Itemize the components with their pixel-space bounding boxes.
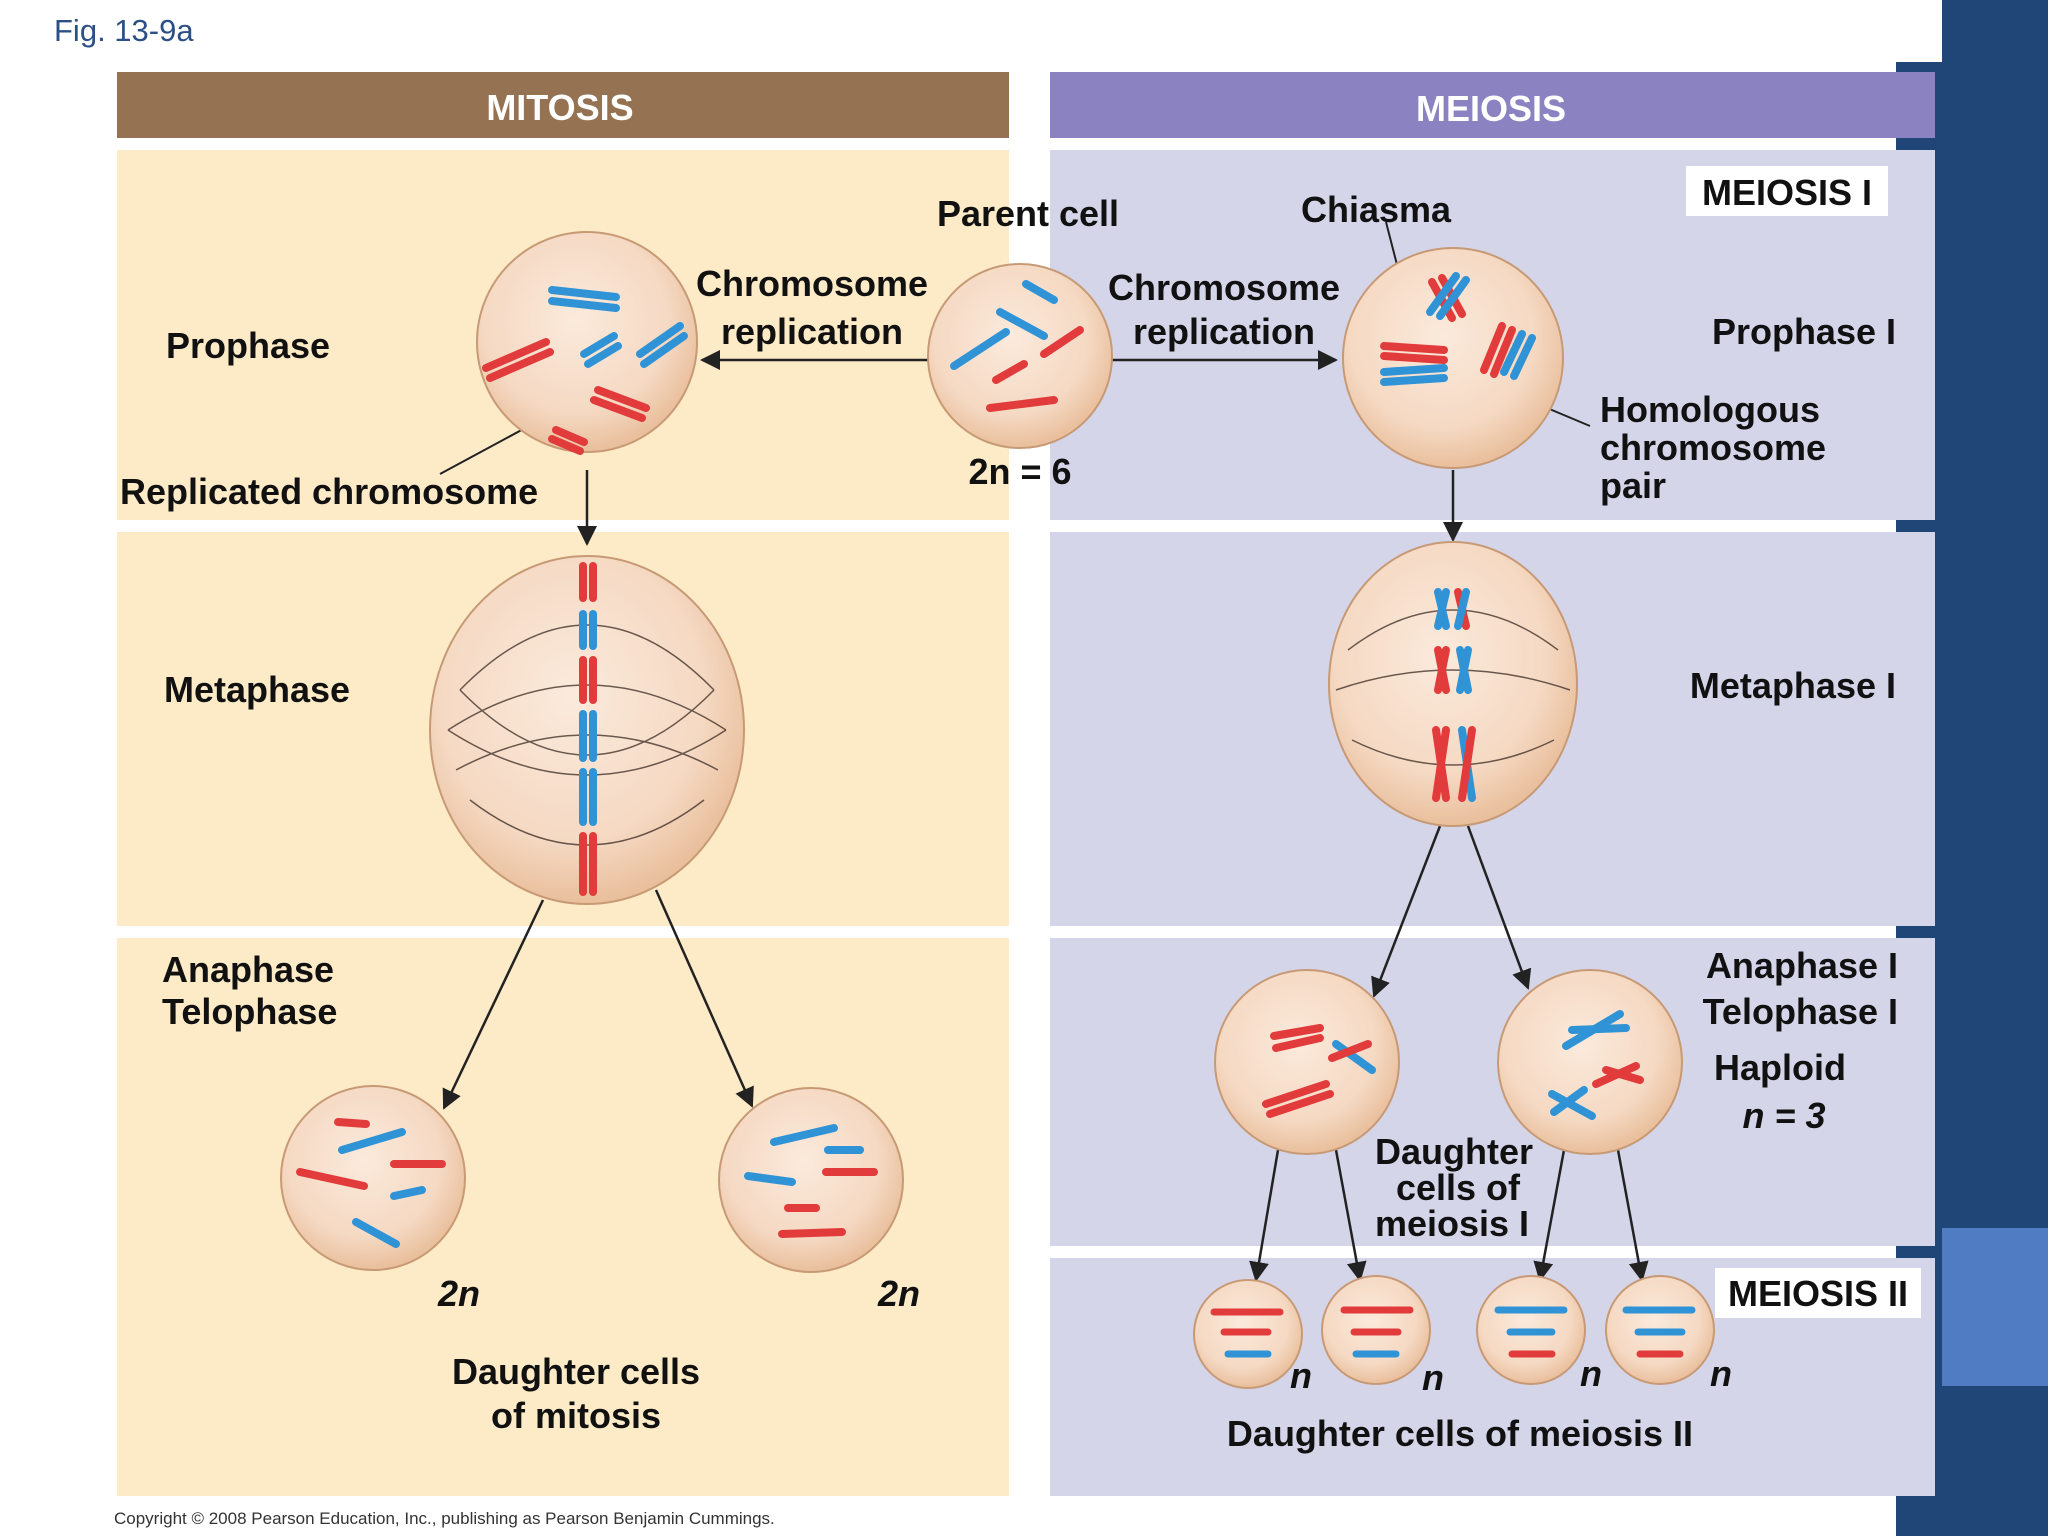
slide-sidebar-accent	[1942, 1228, 2048, 1386]
cell-meiosis-two-daughter-2	[1321, 1275, 1431, 1385]
mitosis-ploidy-right: 2n	[877, 1273, 920, 1314]
cell-meiosis-two-daughter-3	[1476, 1275, 1586, 1385]
cell-meiosis-metaphase	[1328, 541, 1578, 827]
meiosis-one-daughter-line-2: cells of	[1396, 1167, 1521, 1208]
cell-mitosis-prophase	[476, 231, 698, 455]
homologous-pair-line-1: Homologous	[1600, 389, 1820, 430]
meiosis-replication-line-1: Chromosome	[1108, 267, 1340, 308]
mitosis-ploidy-left: 2n	[437, 1273, 480, 1314]
arrow-meiosis-two-1	[1249, 1149, 1280, 1282]
mitosis-metaphase-label: Metaphase	[164, 669, 350, 710]
replicated-chromosome-label: Replicated chromosome	[120, 471, 538, 512]
arrow-meiosis-two-2	[1334, 1149, 1367, 1282]
arrow-meiosis-two-4	[1616, 1149, 1649, 1282]
meiosis-one-box	[1686, 166, 1888, 216]
mitosis-replication-line-1: Chromosome	[696, 263, 928, 304]
haploid-label: Haploid	[1714, 1047, 1846, 1088]
cell-mitosis-daughter-left	[280, 1085, 466, 1271]
cell-meiosis-prophase	[1342, 247, 1564, 469]
arrow-mitosis-daughter-right	[654, 889, 754, 1108]
cell-meiosis-one-daughter-left	[1214, 969, 1400, 1155]
sidebar-notch	[1896, 0, 1942, 62]
meiosis-telophase-label: Telophase I	[1703, 991, 1898, 1032]
meiosis-one-daughter-line-1: Daughter	[1375, 1131, 1533, 1172]
arrow-meiosis-two-3	[1533, 1149, 1566, 1282]
meiosis-metaphase-label: Metaphase I	[1690, 665, 1896, 706]
arrow-meiosis-one-right	[1466, 825, 1532, 990]
meiosis-one-daughter-line-3: meiosis I	[1375, 1203, 1529, 1244]
homologous-pair-line-3: pair	[1600, 465, 1666, 506]
mitosis-anaphase-label: Anaphase	[162, 949, 334, 990]
homologous-pair-line-2: chromosome	[1600, 427, 1826, 468]
meiosis-replication-line-2: replication	[1133, 311, 1315, 352]
meiosis-one-label: MEIOSIS I	[1702, 172, 1872, 213]
figure-label: Fig. 13-9a	[54, 13, 194, 48]
cell-parent	[927, 263, 1113, 449]
meiosis-two-ploidy-1: n	[1290, 1355, 1312, 1396]
mitosis-telophase-label: Telophase	[162, 991, 337, 1032]
cell-meiosis-two-daughter-1	[1193, 1279, 1303, 1389]
mitosis-header-label: MITOSIS	[486, 87, 633, 128]
meiosis-two-box	[1715, 1268, 1921, 1318]
mitosis-replication-line-2: replication	[721, 311, 903, 352]
cell-meiosis-two-daughter-4	[1605, 1275, 1715, 1385]
meiosis-two-ploidy-4: n	[1710, 1353, 1732, 1394]
meiosis-prophase-label: Prophase I	[1712, 311, 1896, 352]
cell-mitosis-daughter-right	[718, 1087, 904, 1273]
parent-ploidy-label: 2n = 6	[968, 451, 1071, 492]
meiosis-panel-anaphase	[1050, 938, 1935, 1246]
mitosis-daughter-line-1: Daughter cells	[452, 1351, 700, 1392]
mitosis-header	[117, 72, 1009, 138]
copyright-notice: Copyright © 2008 Pearson Education, Inc.…	[114, 1509, 775, 1528]
meiosis-anaphase-label: Anaphase I	[1706, 945, 1898, 986]
meiosis-two-ploidy-3: n	[1580, 1353, 1602, 1394]
chiasma-label: Chiasma	[1301, 189, 1452, 230]
meiosis-two-daughter-label: Daughter cells of meiosis II	[1227, 1413, 1693, 1454]
cell-meiosis-one-daughter-right	[1497, 969, 1683, 1155]
haploid-count-label: n = 3	[1742, 1095, 1825, 1136]
meiosis-two-ploidy-2: n	[1422, 1357, 1444, 1398]
arrows	[439, 221, 1649, 1282]
mitosis-prophase-label: Prophase	[166, 325, 330, 366]
meiosis-two-label: MEIOSIS II	[1728, 1273, 1908, 1314]
parent-cell-label: Parent cell	[937, 193, 1119, 234]
meiosis-header-label: MEIOSIS	[1416, 88, 1566, 129]
meiosis-header	[1050, 72, 1935, 138]
arrow-meiosis-one-left	[1371, 825, 1442, 998]
cell-mitosis-metaphase	[429, 555, 745, 905]
arrow-mitosis-daughter-left	[442, 899, 545, 1110]
mitosis-daughter-line-2: of mitosis	[491, 1395, 661, 1436]
